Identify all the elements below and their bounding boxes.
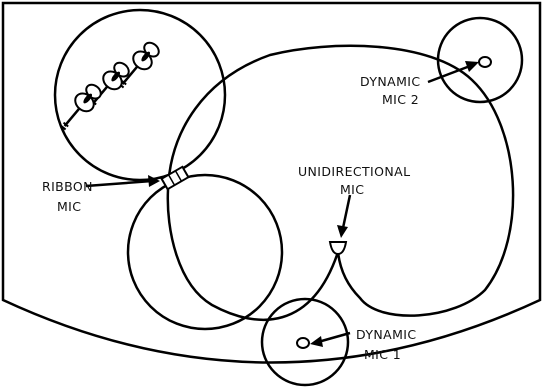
unidirectional-mic-label-line1: UNIDIRECTIONAL xyxy=(298,164,410,179)
dynamic-mic-1-arrow xyxy=(317,331,351,344)
unidirectional-mic-arrow-head xyxy=(337,225,348,238)
violin-section-circle xyxy=(53,8,227,182)
ribbon-mic-label-line1: RIBBON xyxy=(42,179,93,194)
unidirectional-mic-icon xyxy=(328,241,348,256)
dynamic-mic-1-arrow-head xyxy=(310,336,323,347)
unidirectional-cardioid-pattern xyxy=(166,44,515,322)
ribbon-mic-lower-lobe xyxy=(126,173,284,331)
ribbon-mic-arrow xyxy=(85,179,153,188)
ribbon-mic-label-line2: MIC xyxy=(57,199,81,214)
dynamic-mic-1-circle xyxy=(260,297,350,387)
unidirectional-mic-arrow xyxy=(341,194,352,229)
dynamic-mic-2-label-line2: MIC 2 xyxy=(382,92,419,107)
ribbon-mic-arrow-head xyxy=(148,175,160,187)
room-outline xyxy=(1,1,542,364)
dynamic-mic-2-circle xyxy=(436,16,524,104)
dynamic-mic-2-arrow xyxy=(427,64,471,84)
ribbon-mic-icon xyxy=(160,165,190,191)
unidirectional-mic-label-line2: MIC xyxy=(340,182,364,197)
dynamic-mic-1-label-line1: DYNAMIC xyxy=(356,327,416,342)
dynamic-mic-1-icon xyxy=(296,337,310,349)
dynamic-mic-2-icon xyxy=(478,56,492,68)
dynamic-mic-2-label-line1: DYNAMIC xyxy=(360,74,420,89)
dynamic-mic-2-arrow-head xyxy=(465,61,479,72)
dynamic-mic-1-label-line2: MIC 1 xyxy=(364,347,401,362)
violin-icon xyxy=(60,83,102,131)
